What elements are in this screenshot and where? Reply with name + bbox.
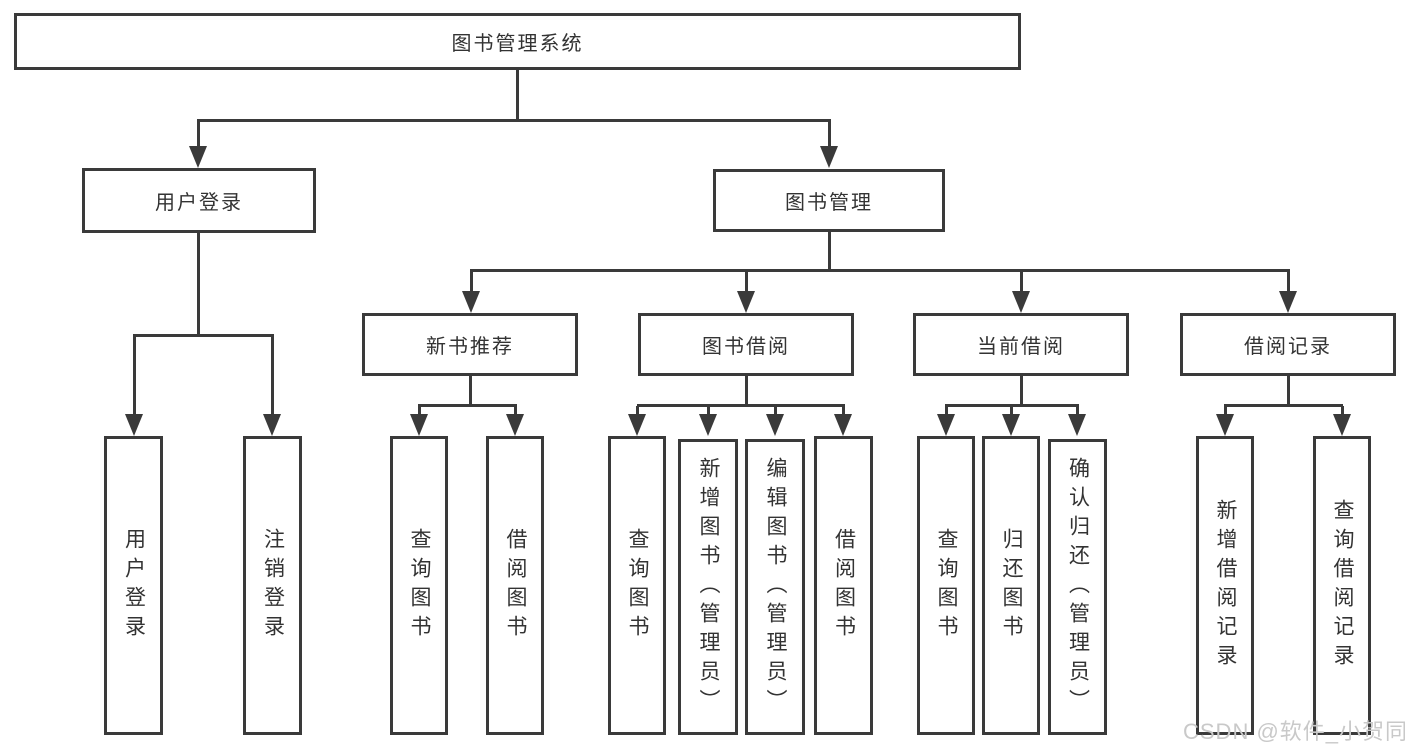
connector-g2-rail (418, 404, 517, 407)
connector-level2-rail (197, 119, 831, 122)
arrowhead-g4-leaf2 (1002, 414, 1020, 436)
node-book-borrow: 图书借阅 (638, 313, 854, 376)
leaf-borrow-books: 借阅图书 (814, 436, 873, 735)
leaf-logout: 注销登录 (243, 436, 302, 735)
connector-g4-stem (1020, 376, 1023, 407)
connector-login-group-rail (133, 334, 274, 337)
connector-g3-leaf2-stem (707, 406, 710, 416)
connector-g5-leaf1-stem (1224, 406, 1227, 416)
connector-g2-stem (469, 376, 472, 407)
arrowhead-g4-leaf3 (1068, 414, 1086, 436)
arrowhead-book-mgmt (820, 146, 838, 168)
leaf-confirm-return-admin: 确认归还（管理员） (1048, 439, 1107, 735)
connector-g4-leaf1-stem (945, 406, 948, 416)
arrowhead-g3-leaf2 (699, 414, 717, 436)
connector-l3b-stem (745, 271, 748, 292)
connector-g3-leaf4-stem (842, 406, 845, 416)
leaf-edit-books-admin: 编辑图书（管理员） (745, 439, 805, 735)
arrowhead-g3-leaf4 (834, 414, 852, 436)
node-user-login: 用户登录 (82, 168, 316, 233)
arrowhead-login-leaf2 (263, 414, 281, 436)
leaf-add-books-admin: 新增图书（管理员） (678, 439, 738, 735)
connector-l3d-stem (1287, 271, 1290, 292)
arrowhead-g3-leaf3 (766, 414, 784, 436)
node-library-management-system: 图书管理系统 (14, 13, 1021, 70)
arrowhead-l3a (462, 291, 480, 313)
arrowhead-l3d (1279, 291, 1297, 313)
arrowhead-g2-leaf2 (506, 414, 524, 436)
leaf-borrow-query-books: 查询图书 (608, 436, 666, 735)
arrowhead-g5-leaf2 (1333, 414, 1351, 436)
connector-g3-rail (637, 404, 845, 407)
arrowhead-g4-leaf1 (937, 414, 955, 436)
connector-login-leaf2-stem (271, 336, 274, 416)
connector-g4-leaf2-stem (1010, 406, 1013, 416)
connector-g4-rail (945, 404, 1079, 407)
arrowhead-login-leaf1 (125, 414, 143, 436)
connector-level3-rail (470, 269, 1290, 272)
node-current-borrow: 当前借阅 (913, 313, 1129, 376)
connector-g5-leaf2-stem (1341, 406, 1344, 416)
arrowhead-g3-leaf1 (628, 414, 646, 436)
leaf-recommend-query-books: 查询图书 (390, 436, 448, 735)
leaf-return-books: 归还图书 (982, 436, 1040, 735)
node-new-book-recommend: 新书推荐 (362, 313, 578, 376)
connector-g5-stem (1287, 376, 1290, 407)
arrowhead-l3c (1012, 291, 1030, 313)
leaf-current-query-books: 查询图书 (917, 436, 975, 735)
arrowhead-g2-leaf1 (410, 414, 428, 436)
connector-root-stem (516, 70, 519, 121)
connector-mgmt-stem (828, 232, 831, 271)
leaf-user-login: 用户登录 (104, 436, 163, 735)
leaf-query-borrow-record: 查询借阅记录 (1313, 436, 1371, 735)
connector-l3c-stem (1020, 271, 1023, 292)
connector-g5-rail (1224, 404, 1343, 407)
connector-g4-leaf3-stem (1076, 406, 1079, 416)
connector-l3a-stem (470, 271, 473, 292)
node-book-management: 图书管理 (713, 169, 945, 232)
arrowhead-user-login (189, 146, 207, 168)
leaf-recommend-borrow-books: 借阅图书 (486, 436, 544, 735)
connector-login-leaf1-stem (133, 336, 136, 416)
csdn-watermark: CSDN @软件_小贺同学 (1183, 719, 1405, 744)
connector-g2-leaf1-stem (418, 406, 421, 416)
connector-g2-leaf2-stem (514, 406, 517, 416)
connector-g3-leaf1-stem (636, 406, 639, 416)
connector-login-group-stem (197, 233, 200, 336)
connector-user-login-stem (197, 121, 200, 148)
connector-g3-leaf3-stem (774, 406, 777, 416)
leaf-add-borrow-record: 新增借阅记录 (1196, 436, 1254, 735)
arrowhead-l3b (737, 291, 755, 313)
connector-book-mgmt-stem (828, 121, 831, 148)
arrowhead-g5-leaf1 (1216, 414, 1234, 436)
connector-g3-stem (745, 376, 748, 407)
node-borrow-records: 借阅记录 (1180, 313, 1396, 376)
